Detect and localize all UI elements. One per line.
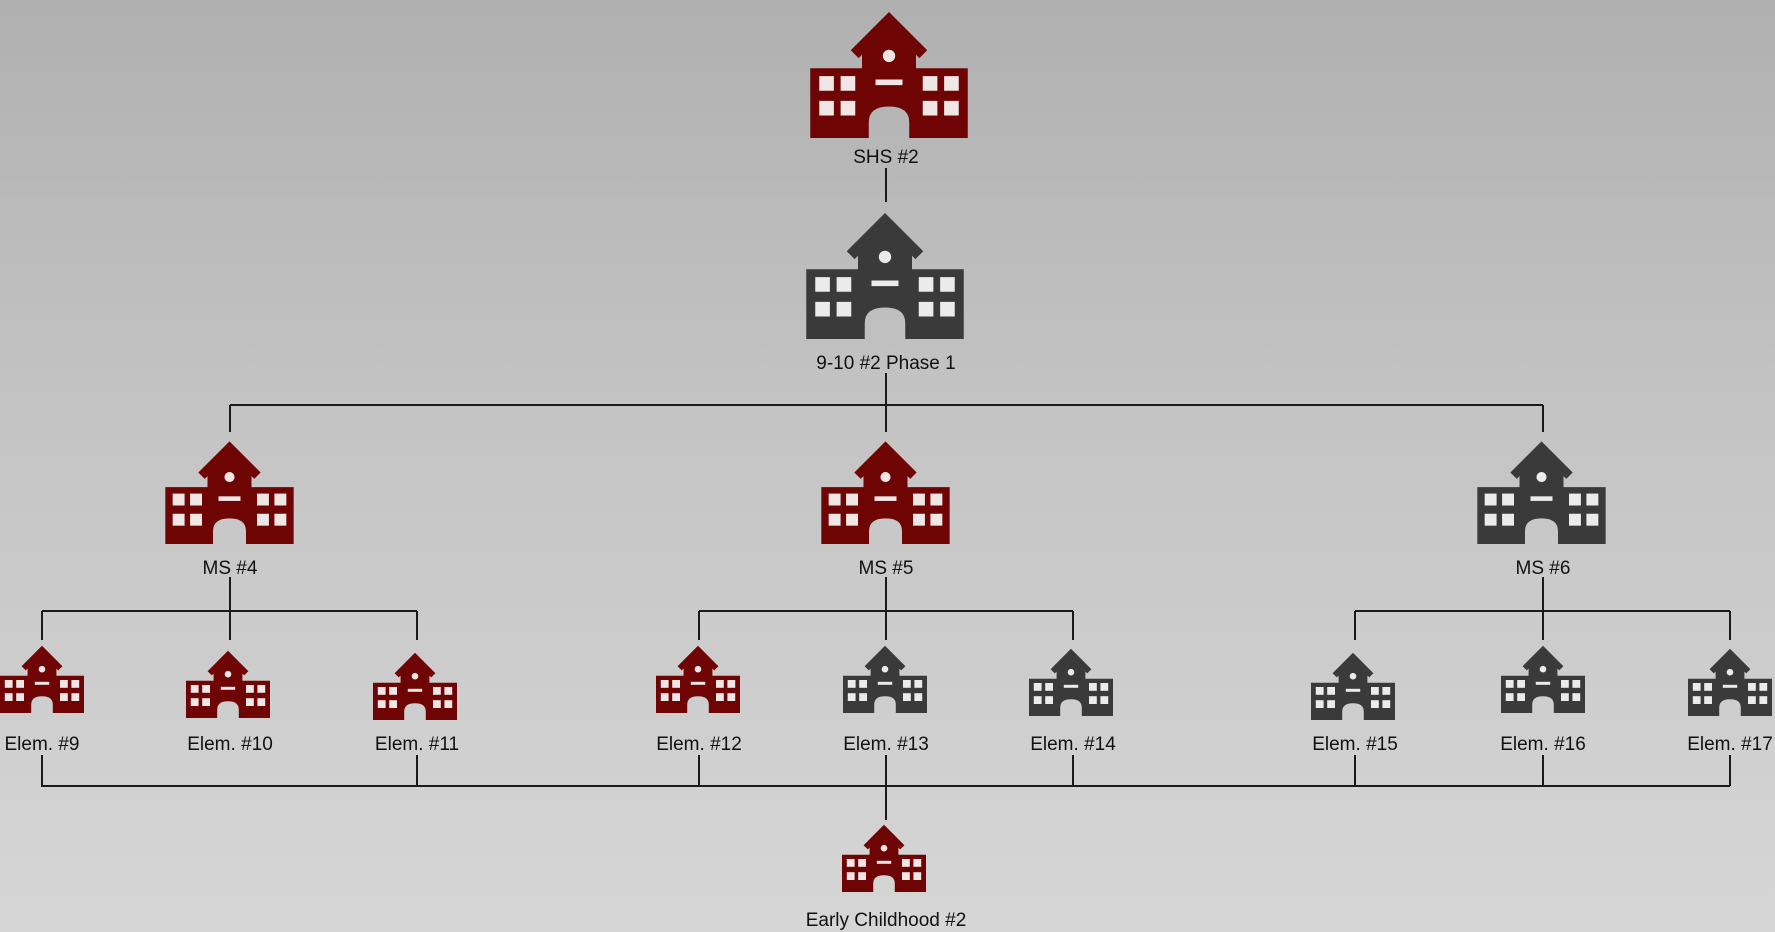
school-building-icon: [186, 650, 270, 718]
school-building-icon: [843, 645, 927, 713]
school-building-icon: [806, 213, 964, 339]
node-e11: Elem. #11: [373, 652, 459, 755]
node-label: Elem. #12: [656, 734, 742, 755]
node-label: 9-10 #2 Phase 1: [816, 353, 955, 374]
node-e16: Elem. #16: [1500, 645, 1586, 755]
node-label: Elem. #10: [187, 734, 273, 755]
school-building-icon: [810, 12, 968, 138]
node-e15: Elem. #15: [1311, 652, 1398, 755]
node-e13: Elem. #13: [843, 645, 929, 755]
node-shs2: SHS #2: [810, 12, 968, 168]
school-building-icon: [1501, 645, 1585, 713]
node-label: Elem. #17: [1687, 734, 1773, 755]
node-label: MS #5: [859, 558, 914, 579]
node-ec2: Early Childhood #2: [806, 824, 967, 931]
school-building-icon: [842, 824, 926, 892]
school-building-icon: [0, 645, 84, 713]
node-e17: Elem. #17: [1687, 648, 1773, 755]
node-e12: Elem. #12: [656, 645, 742, 755]
node-label: Elem. #16: [1500, 734, 1586, 755]
school-building-icon: [656, 645, 740, 713]
node-label: Elem. #11: [375, 734, 459, 755]
school-building-icon: [1029, 648, 1113, 716]
node-e10: Elem. #10: [186, 650, 273, 755]
school-building-icon: [1311, 652, 1395, 720]
school-building-icon: [1477, 441, 1606, 544]
node-ms6: MS #6: [1477, 441, 1606, 579]
node-label: Elem. #15: [1312, 734, 1398, 755]
node-label: Elem. #14: [1030, 734, 1116, 755]
node-p910: 9-10 #2 Phase 1: [806, 213, 964, 374]
node-e9: Elem. #9: [0, 645, 84, 755]
connector-lines: [41, 168, 1731, 820]
school-building-icon: [1688, 648, 1772, 716]
school-building-icon: [821, 441, 950, 544]
school-building-icon: [165, 441, 294, 544]
node-ms4: MS #4: [165, 441, 294, 579]
node-label: MS #6: [1516, 558, 1571, 579]
school-building-icon: [373, 652, 457, 720]
node-ms5: MS #5: [821, 441, 950, 579]
node-label: Elem. #13: [843, 734, 929, 755]
node-label: Early Childhood #2: [806, 910, 967, 931]
node-label: Elem. #9: [5, 734, 80, 755]
node-label: MS #4: [203, 558, 258, 579]
node-e14: Elem. #14: [1029, 648, 1116, 755]
node-label: SHS #2: [853, 147, 918, 168]
